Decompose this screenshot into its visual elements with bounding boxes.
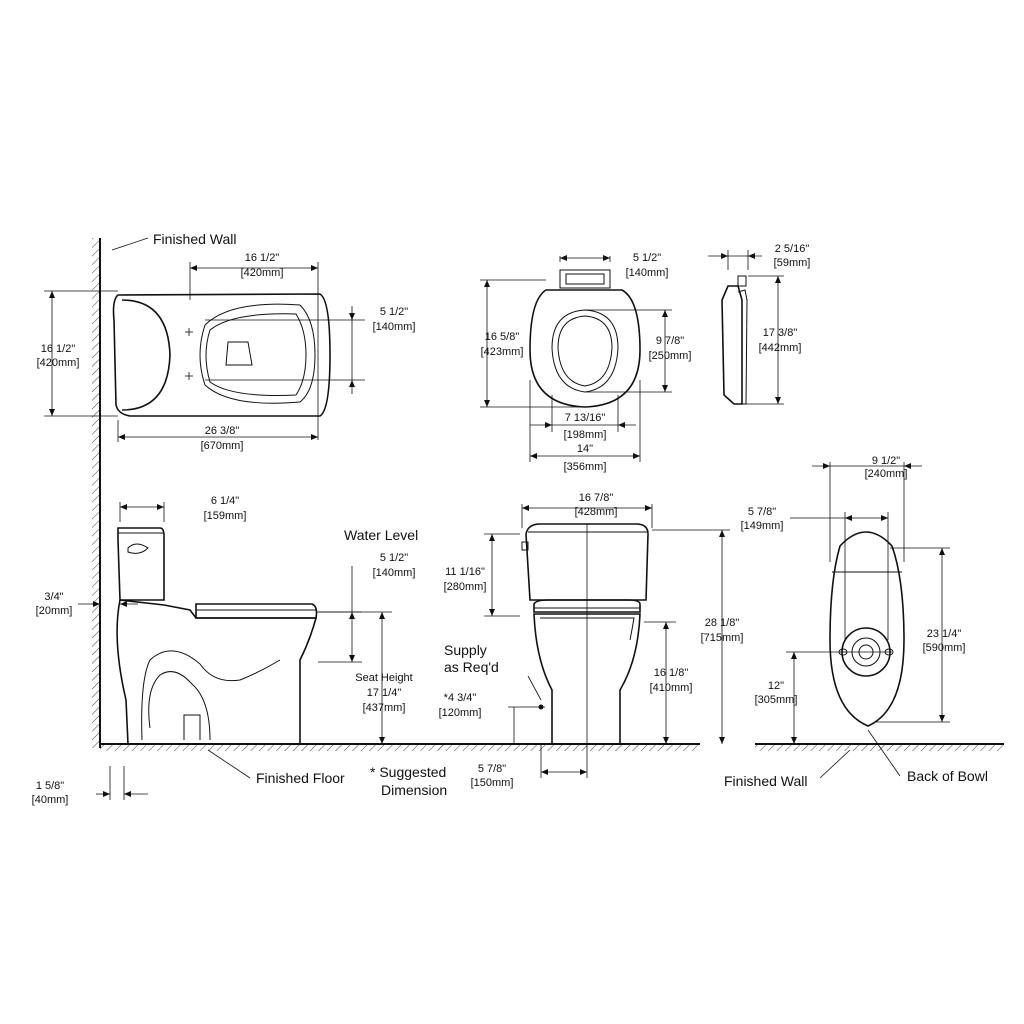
front-width-metric: [428mm] <box>575 506 618 518</box>
front-elevation-view <box>438 504 730 778</box>
top-plan-length-metric: [670mm] <box>201 440 244 452</box>
seat-top-view <box>480 255 672 462</box>
rough-in-metric: [305mm] <box>755 694 798 706</box>
finished-wall-callout-top: Finished Wall <box>153 231 237 247</box>
rim-height-metric: [410mm] <box>650 682 693 694</box>
wall-gap-imperial: 3/4" <box>44 591 63 603</box>
rough-in-imperial: 12" <box>768 680 784 692</box>
seat-profile-depth-metric: [59mm] <box>774 257 811 269</box>
water-level-imperial: 5 1/2" <box>380 552 408 564</box>
seat-opening-width-imperial: 7 13/16" <box>565 412 606 424</box>
top-plan-width-metric: [420mm] <box>241 267 284 279</box>
seat-profile-depth-imperial: 2 5/16" <box>775 243 810 255</box>
suggested-dimension-line2: Dimension <box>381 782 447 798</box>
top-plan-height-metric: [420mm] <box>37 357 80 369</box>
front-width-imperial: 16 7/8" <box>579 492 614 504</box>
seat-height-metric: [437mm] <box>363 702 406 714</box>
top-plan-height-imperial: 16 1/2" <box>41 343 76 355</box>
seat-length-metric: [423mm] <box>481 346 524 358</box>
tank-depth-imperial: 6 1/4" <box>211 495 239 507</box>
bottom-hole-spacing-metric: [149mm] <box>741 520 784 532</box>
top-plan-length-imperial: 26 3/8" <box>205 425 240 437</box>
bottom-width-imperial: 9 1/2" <box>872 455 900 467</box>
supply-height-metric: [120mm] <box>439 707 482 719</box>
water-level-callout: Water Level <box>344 527 418 543</box>
seat-width-metric: [356mm] <box>564 461 607 473</box>
supply-height-imperial: *4 3/4" <box>444 692 477 704</box>
bottom-view <box>755 462 1004 779</box>
rim-height-imperial: 16 1/8" <box>654 667 689 679</box>
tank-height-metric: [280mm] <box>444 581 487 593</box>
overall-height-imperial: 28 1/8" <box>705 617 740 629</box>
top-plan-bolt-imperial: 5 1/2" <box>380 306 408 318</box>
top-plan-width-imperial: 16 1/2" <box>245 252 280 264</box>
seat-profile-length-imperial: 17 3/8" <box>763 327 798 339</box>
seat-height-imperial: 17 1/4" <box>367 687 402 699</box>
suggested-dimension-line1: * Suggested <box>370 764 446 780</box>
seat-hinge-metric: [140mm] <box>626 267 669 279</box>
seat-length-imperial: 16 5/8" <box>485 331 520 343</box>
overall-height-metric: [715mm] <box>701 632 744 644</box>
bottom-length-imperial: 23 1/4" <box>927 628 962 640</box>
seat-height-callout: Seat Height <box>355 672 412 684</box>
supply-offset-imperial: 5 7/8" <box>478 763 506 775</box>
seat-opening-width-metric: [198mm] <box>564 429 607 441</box>
finished-wall-callout-bottom: Finished Wall <box>724 773 808 789</box>
side-elevation-view <box>78 502 445 800</box>
base-offset-imperial: 1 5/8" <box>36 780 64 792</box>
seat-profile-length-metric: [442mm] <box>759 342 802 354</box>
top-plan-bolt-metric: [140mm] <box>373 321 416 333</box>
seat-width-imperial: 14" <box>577 443 593 455</box>
seat-opening-length-metric: [250mm] <box>649 350 692 362</box>
bottom-hole-spacing-imperial: 5 7/8" <box>748 506 776 518</box>
supply-callout-line2: as Req'd <box>444 659 499 675</box>
seat-hinge-imperial: 5 1/2" <box>633 252 661 264</box>
seat-side-profile <box>708 250 784 405</box>
finished-floor-callout: Finished Floor <box>256 770 345 786</box>
wall-gap-metric: [20mm] <box>36 605 73 617</box>
water-level-metric: [140mm] <box>373 567 416 579</box>
base-offset-metric: [40mm] <box>32 794 69 806</box>
bottom-length-metric: [590mm] <box>923 642 966 654</box>
tank-height-imperial: 11 1/16" <box>445 566 485 578</box>
supply-offset-metric: [150mm] <box>471 777 514 789</box>
top-plan-view <box>44 237 365 748</box>
bottom-width-metric: [240mm] <box>865 468 908 480</box>
seat-opening-length-imperial: 9 7/8" <box>656 335 684 347</box>
supply-callout-line1: Supply <box>444 642 487 658</box>
back-of-bowl-callout: Back of Bowl <box>907 768 988 784</box>
tank-depth-metric: [159mm] <box>204 510 247 522</box>
